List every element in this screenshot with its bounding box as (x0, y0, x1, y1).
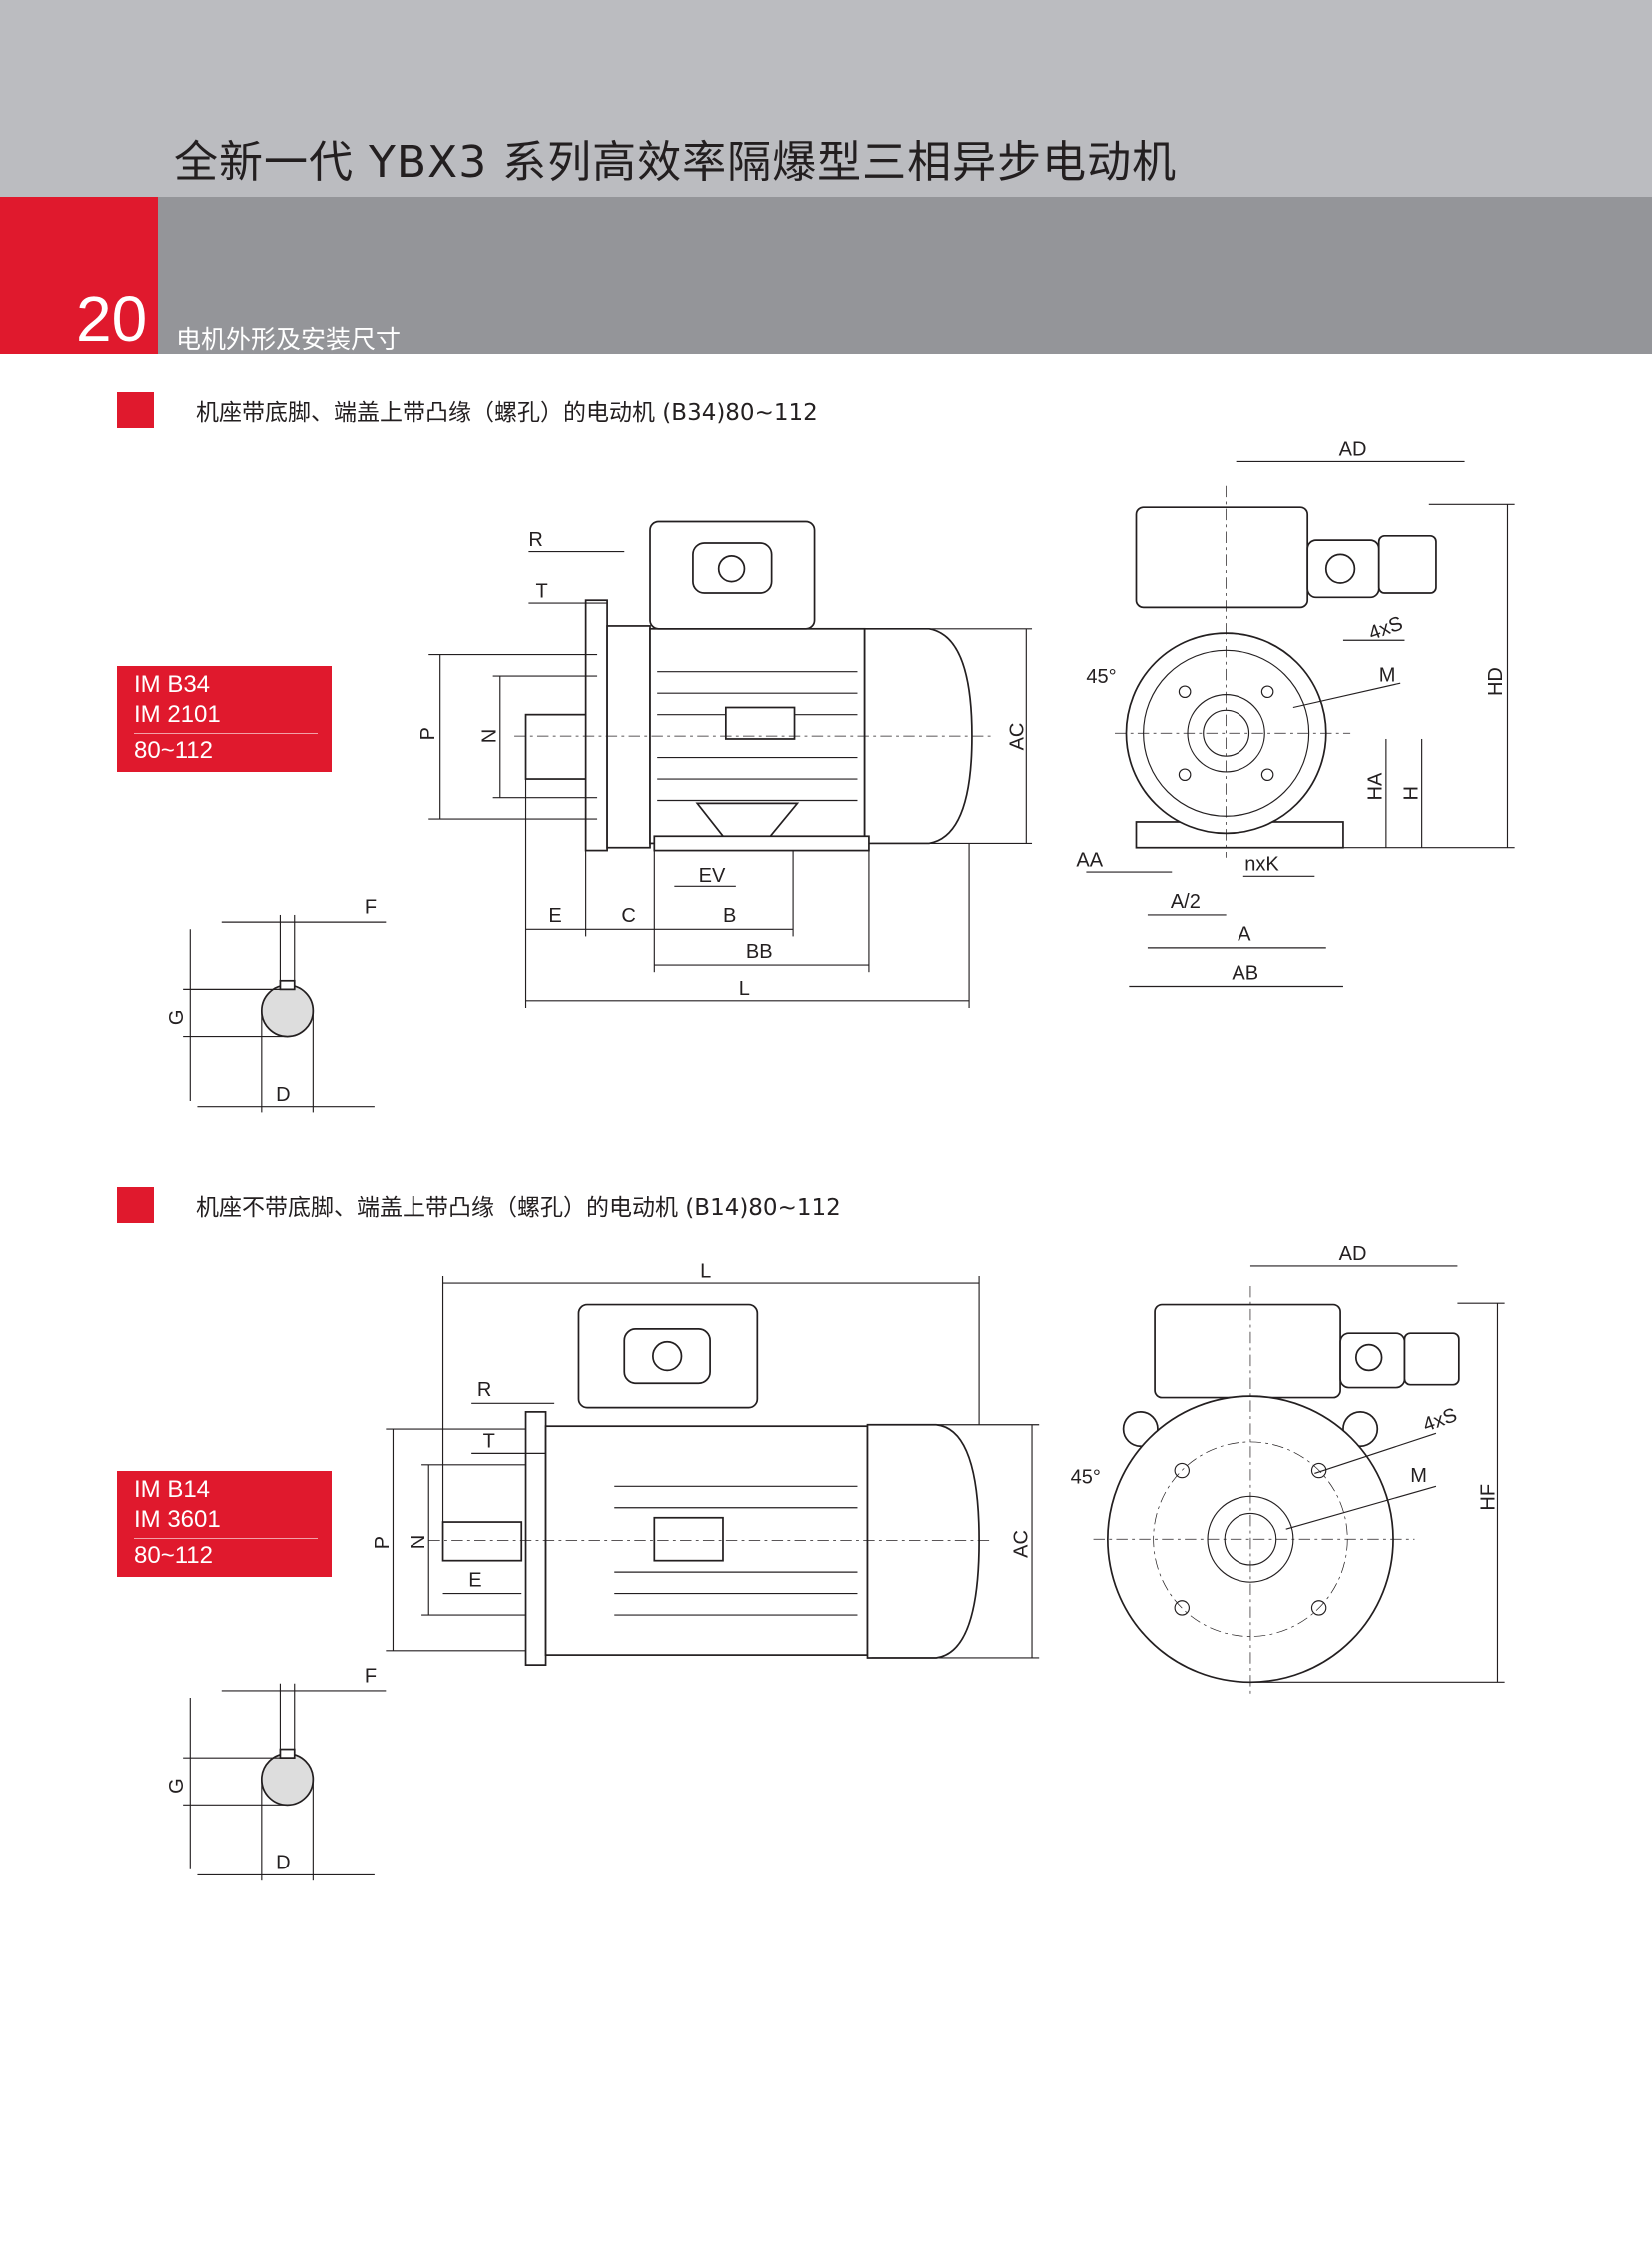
b34-dimension-lines (428, 550, 1033, 1008)
red-square-marker (117, 392, 154, 428)
page-number-tab (0, 197, 158, 354)
section-heading-b14: 机座不带底脚、端盖上带凸缘（螺孔）的电动机 (B14)80~112 (117, 1187, 841, 1223)
dimension-label: EV (699, 865, 726, 887)
im-code: IM B14 (134, 1476, 211, 1503)
dimension-label: 4xS (1420, 1404, 1460, 1436)
dimension-label: L (739, 978, 750, 1000)
dimension-label: E (548, 905, 561, 927)
b34-shaft-section (183, 914, 387, 1113)
b14-shaft-section (183, 1683, 387, 1881)
dimension-label: AD (1339, 1243, 1367, 1265)
b14-dimension-labels: L R T P N E AC AD 4xS 45° M HF F G D (166, 1243, 1499, 1874)
page-title: 全新一代 YBX3 系列高效率隔爆型三相异步电动机 (174, 137, 1178, 188)
divider (134, 1538, 318, 1539)
b14-front-view (1093, 1285, 1460, 1694)
b14-dimension-lines (386, 1275, 1040, 1659)
dimension-label: D (276, 1084, 290, 1106)
dimension-label: A (1238, 924, 1251, 946)
dimension-label: HD (1485, 667, 1507, 696)
dimension-label: R (528, 529, 542, 551)
frame-range: 80~112 (134, 737, 213, 764)
dimension-label: C (621, 905, 635, 927)
page-number: 20 (76, 283, 148, 355)
b34-dimension-labels: R T P N AC EV E C B BB L AD 45° 4xS M HD… (166, 439, 1507, 1106)
dimension-label: BB (746, 941, 773, 963)
dimension-label: L (700, 1260, 711, 1282)
b14-side-view (428, 1303, 994, 1666)
dimension-label: AD (1339, 439, 1367, 461)
dimension-label: R (477, 1379, 491, 1401)
dimension-label: AC (1006, 723, 1028, 751)
dimension-label: M (1410, 1465, 1427, 1487)
section-heading-b34: 机座带底脚、端盖上带凸缘（螺孔）的电动机 (B34)80~112 (117, 392, 818, 428)
dimension-label: M (1379, 665, 1396, 687)
dimension-label: N (478, 729, 500, 743)
dimension-label: nxK (1244, 854, 1279, 876)
dimension-label: 45° (1071, 1466, 1101, 1488)
dimension-label: P (372, 1536, 394, 1549)
dimension-label: F (365, 897, 377, 919)
divider (134, 733, 318, 734)
dimension-label: HF (1478, 1484, 1500, 1511)
im-code-2: IM 3601 (134, 1506, 221, 1533)
section-heading-text: 机座不带底脚、端盖上带凸缘（螺孔）的电动机 (B14)80~112 (196, 1195, 841, 1221)
b14-front-dimension-lines (1249, 1265, 1505, 1683)
dimension-label: B (723, 905, 736, 927)
dimension-label: T (536, 580, 548, 602)
dimension-label: T (483, 1431, 495, 1453)
dimension-label: G (166, 1010, 188, 1026)
dimension-label: AB (1232, 962, 1258, 984)
section-subtitle: 电机外形及安装尺寸 (176, 325, 402, 354)
red-square-marker (117, 1187, 154, 1223)
section-band (0, 197, 1652, 354)
dimension-label: G (166, 1778, 188, 1794)
b34-front-view (1115, 485, 1437, 858)
dimension-label: N (408, 1535, 429, 1549)
dimension-label: HA (1365, 772, 1387, 800)
b34-front-dimension-lines (1086, 460, 1515, 988)
dimension-label: H (1400, 786, 1422, 800)
dimension-label: AC (1011, 1530, 1033, 1558)
dimension-label: AA (1076, 849, 1103, 871)
dimension-label: D (276, 1853, 290, 1874)
b34-side-view (514, 520, 994, 852)
section-heading-text: 机座带底脚、端盖上带凸缘（螺孔）的电动机 (B34)80~112 (196, 400, 818, 426)
dimension-label: E (468, 1569, 481, 1591)
header-band (0, 0, 1652, 197)
dimension-label: A/2 (1171, 891, 1201, 913)
frame-range: 80~112 (134, 1542, 213, 1569)
dimension-label: F (365, 1665, 377, 1687)
dimension-label: P (417, 727, 439, 740)
im-code: IM B34 (134, 671, 211, 698)
im-code-2: IM 2101 (134, 701, 221, 728)
mounting-label-b34: IM B34 IM 2101 80~112 (117, 666, 332, 772)
dimension-label: 45° (1086, 666, 1116, 688)
mounting-label-b14: IM B14 IM 3601 80~112 (117, 1471, 332, 1577)
